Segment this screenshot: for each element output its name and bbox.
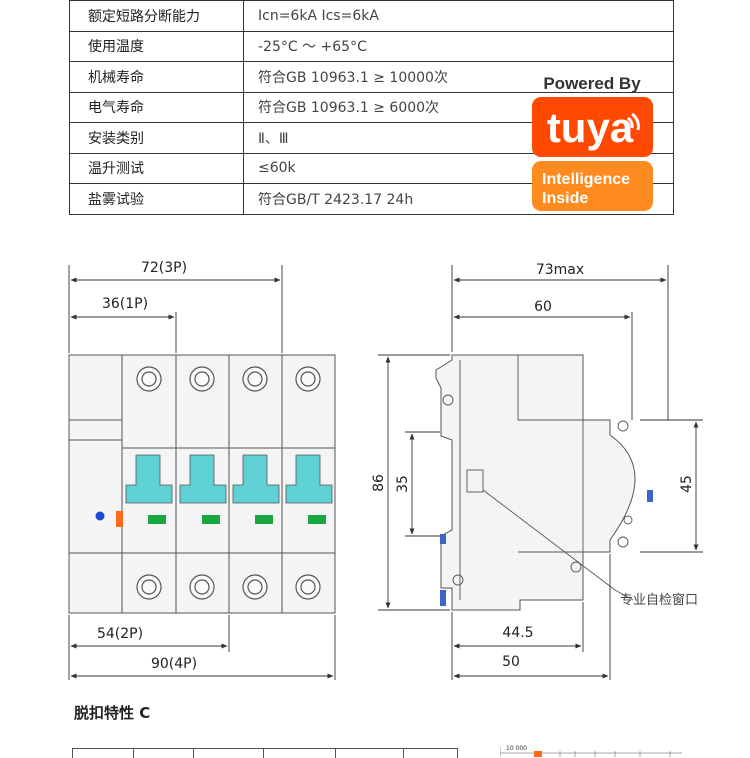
dim-60: 60 xyxy=(534,299,552,315)
screw-icon xyxy=(136,574,162,600)
breaker-handle xyxy=(285,454,333,504)
front-dimensions xyxy=(68,265,336,680)
breaker-handle xyxy=(179,454,227,504)
screw-icon xyxy=(189,366,215,392)
spec-label: 安装类别 xyxy=(69,122,244,154)
din-clip-bottom xyxy=(440,590,446,606)
spec-label: 温升测试 xyxy=(69,152,244,184)
tuya-bottom-block xyxy=(532,161,653,211)
tuya-logo-text: tuya xyxy=(547,104,634,151)
status-indicator xyxy=(255,515,273,524)
orange-tab xyxy=(116,511,123,527)
intelligence-text: Intelligence xyxy=(542,171,630,188)
self-check-window-label: 专业自检窗口 xyxy=(620,592,698,608)
screw-icon xyxy=(136,366,162,392)
dim-86: 86 xyxy=(371,474,387,492)
dim-72-3p: 72(3P) xyxy=(141,260,187,276)
din-clip-left xyxy=(440,534,446,544)
spec-label: 电气寿命 xyxy=(69,91,244,123)
dim-90-4p: 90(4P) xyxy=(151,656,197,672)
side-details xyxy=(442,355,634,601)
tuya-top-block xyxy=(532,97,653,157)
side-dimensions xyxy=(378,265,703,680)
status-indicator xyxy=(308,515,326,524)
screw-icon xyxy=(189,574,215,600)
spec-value: -25°C ～ +65°C xyxy=(243,30,674,62)
terminal-screws xyxy=(136,366,321,600)
dim-44-5: 44.5 xyxy=(502,625,533,641)
screw-icon xyxy=(242,574,268,600)
din-clip-top xyxy=(647,490,653,502)
side-view xyxy=(435,354,636,611)
trip-curve-chart: 10 000 xyxy=(500,745,682,757)
inside-text: Inside xyxy=(542,190,588,207)
screw-icon xyxy=(242,366,268,392)
dim-45: 45 xyxy=(679,475,695,493)
pole-handles xyxy=(125,454,333,524)
trip-table xyxy=(72,748,458,758)
spec-value: 符合GB 10963.1 ≥ 10000次 xyxy=(243,61,674,93)
screw-icon xyxy=(295,574,321,600)
powered-by-text: Powered By xyxy=(543,74,641,93)
dimension-drawing: 72(3P) 36(1P) 54(2P) 90(4P) xyxy=(68,260,703,680)
spec-label: 额定短路分断能力 xyxy=(69,0,244,32)
dim-36-1p: 36(1P) xyxy=(102,296,148,312)
dim-73max: 73max xyxy=(536,262,584,278)
tuya-badge: Powered By tuya Intelligence Inside xyxy=(532,74,653,211)
breaker-handle xyxy=(232,454,280,504)
spec-row: 机械寿命符合GB 10963.1 ≥ 10000次 xyxy=(69,61,674,93)
dim-50: 50 xyxy=(502,654,520,670)
status-indicator xyxy=(202,515,220,524)
spec-value: Icn=6kA Ics=6kA xyxy=(243,0,674,32)
screw-icon xyxy=(295,366,321,392)
dim-54-2p: 54(2P) xyxy=(97,626,143,642)
wifi-icon xyxy=(627,112,640,131)
status-indicator xyxy=(148,515,166,524)
spec-row: 使用温度-25°C ～ +65°C xyxy=(69,30,674,62)
section-title: 脱扣特性 C xyxy=(74,704,151,722)
status-dot xyxy=(95,511,105,521)
spec-label: 盐雾试验 xyxy=(69,183,244,215)
tick-label: 10 000 xyxy=(506,745,527,752)
dim-35: 35 xyxy=(395,475,411,493)
breaker-handle xyxy=(125,454,173,504)
